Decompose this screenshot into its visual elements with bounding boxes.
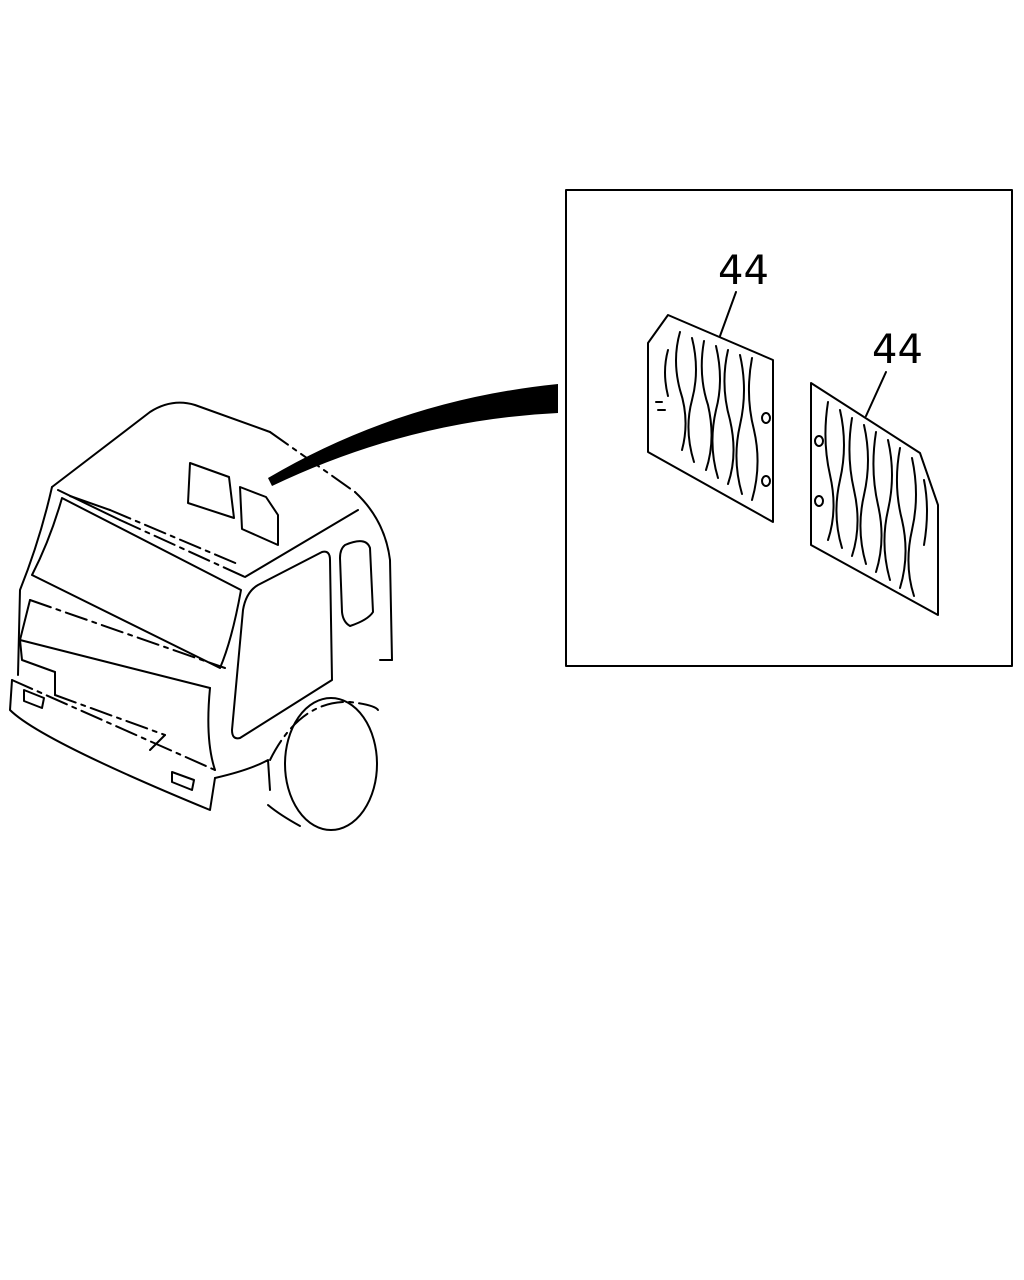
roof-glass-panel-right: [810, 382, 939, 616]
roof-window-right-outline: [239, 486, 279, 546]
callout-label-left: 44: [718, 248, 769, 294]
callout-leader-left: [719, 291, 737, 337]
roof-glass-panel-left: [647, 314, 774, 523]
truck-cab-illustration: [9, 401, 393, 831]
callout-leader-right: [865, 371, 887, 417]
roof-window-left-outline: [187, 462, 235, 519]
detail-frame: [565, 189, 1013, 667]
callout-leader-wedge: [268, 384, 558, 486]
callout-label-right: 44: [872, 327, 923, 373]
